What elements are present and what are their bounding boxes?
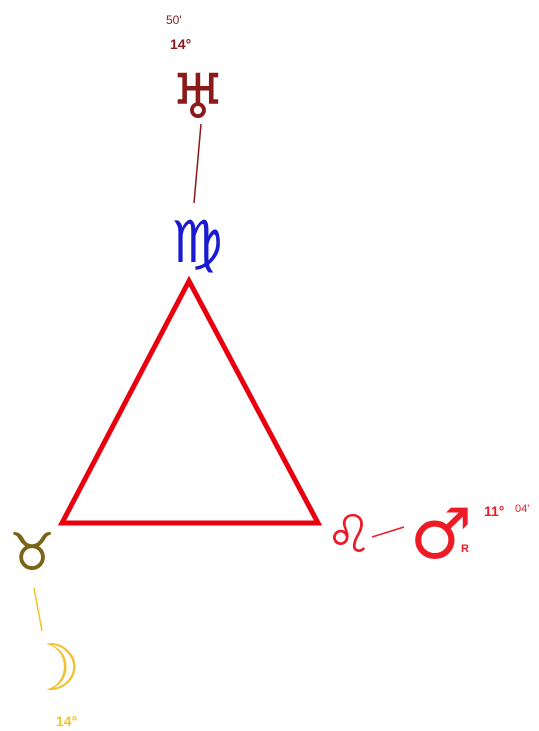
moon-icon: ☽ <box>23 632 80 706</box>
mars-icon: ♂ <box>410 493 473 575</box>
virgo-icon: ♍ <box>171 208 223 276</box>
trine-triangle <box>57 275 323 526</box>
uranus-degree-label: 14° <box>170 36 191 52</box>
moon-degree-label: 14° <box>56 713 77 729</box>
mars-retrograde-label: R <box>461 543 469 555</box>
uranus-icon: ♅ <box>170 60 226 133</box>
mars-minute-label: 04' <box>515 503 529 515</box>
mars-degree-label: 11° <box>484 503 504 519</box>
uranus-virgo-connector <box>193 123 202 204</box>
uranus-minute-label: 50' <box>166 13 182 27</box>
taurus-moon-connector <box>33 587 43 632</box>
taurus-icon: ♉ <box>9 523 56 583</box>
leo-icon: ♌ <box>326 505 373 565</box>
leo-mars-connector <box>371 526 405 538</box>
